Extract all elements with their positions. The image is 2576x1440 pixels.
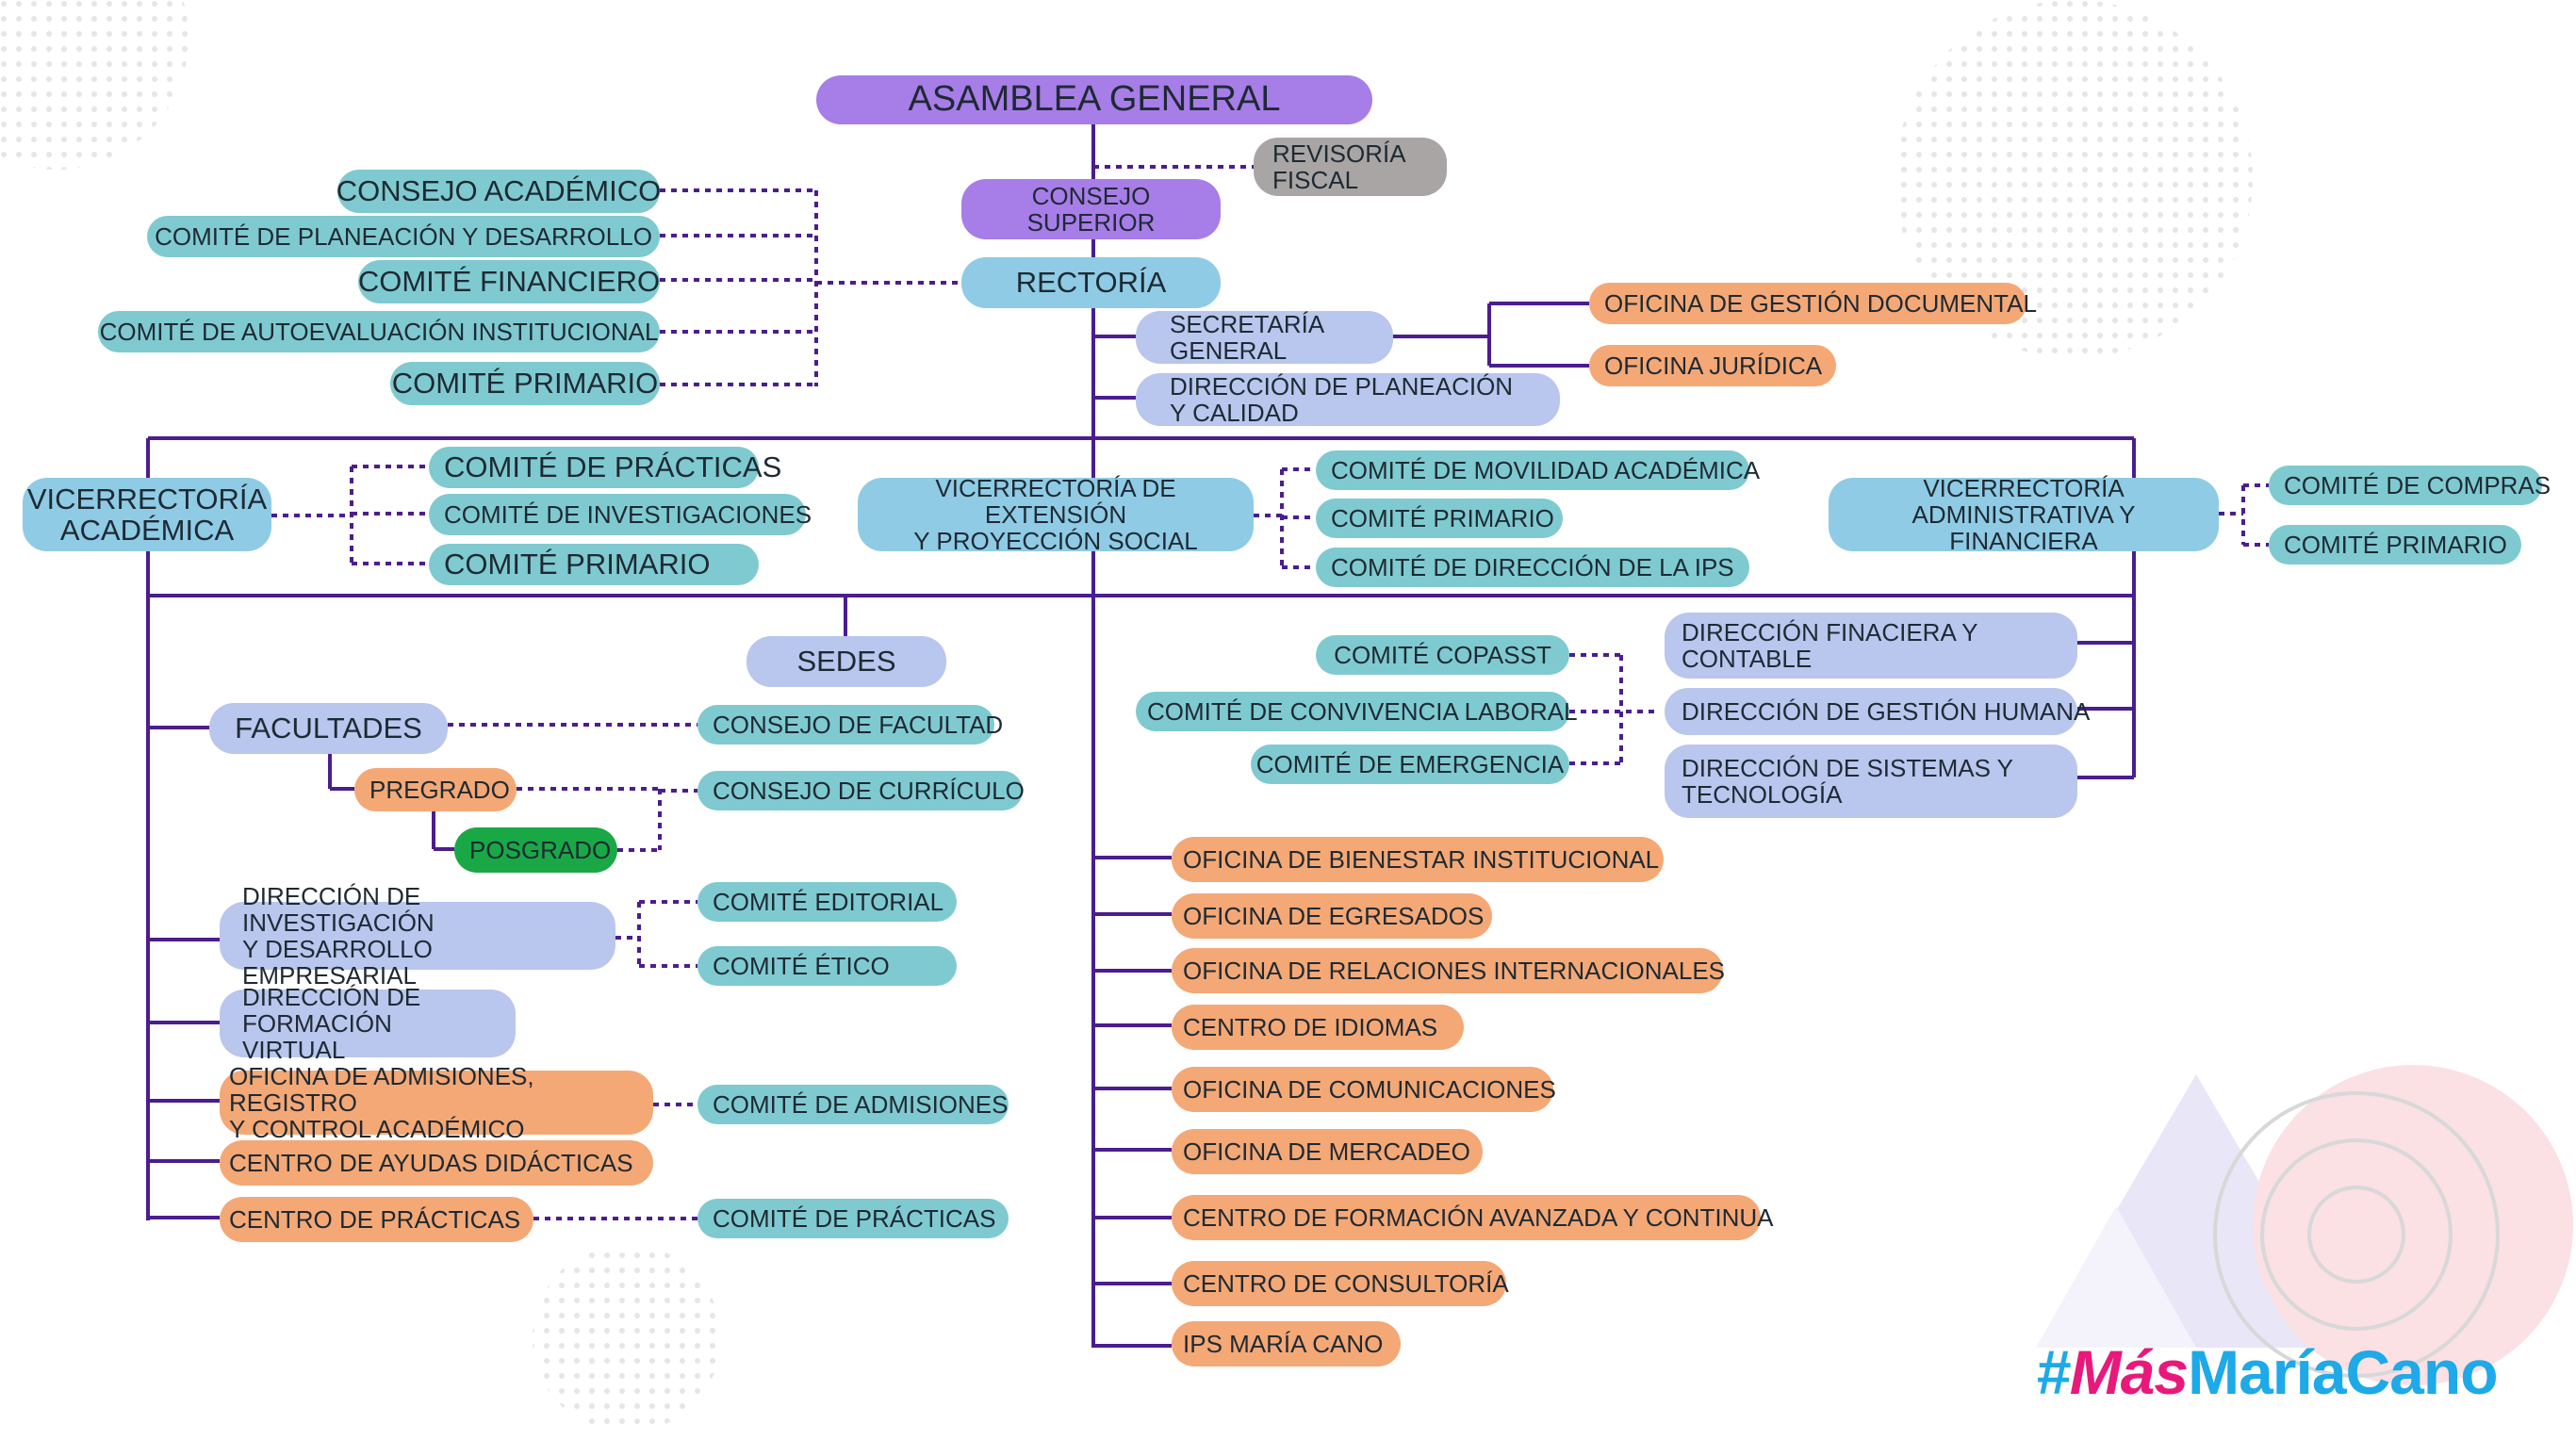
oficina-comunicaciones-box: OFICINA DE COMUNICACIONES (1172, 1067, 1556, 1112)
rectoria-box: RECTORÍA (961, 257, 1221, 308)
oficina-relaciones-box: OFICINA DE RELACIONES INTERNACIONALES (1172, 948, 1725, 993)
brand-hashtag: #MásMaríaCano (2036, 1336, 2499, 1408)
consejo-curriculo-box: CONSEJO DE CURRÍCULO (697, 771, 1025, 810)
comite-direccion-ips-box: COMITÉ DE DIRECCIÓN DE LA IPS (1316, 548, 1749, 587)
comite-emergencia-box: COMITÉ DE EMERGENCIA (1251, 745, 1569, 784)
comite-autoevaluacion-box: COMITÉ DE AUTOEVALUACIÓN INSTITUCIONAL (98, 311, 660, 352)
ips-maria-cano-box: IPS MARÍA CANO (1172, 1321, 1401, 1366)
centro-practicas-box: CENTRO DE PRÁCTICAS (220, 1197, 533, 1242)
comite-primario-ve-box: COMITÉ PRIMARIO (1316, 499, 1563, 538)
comite-movilidad-box: COMITÉ DE MOVILIDAD ACADÉMICA (1316, 450, 1760, 490)
centro-consultoria-box: CENTRO DE CONSULTORÍA (1172, 1261, 1509, 1306)
comite-practicas-va-box: COMITÉ DE PRÁCTICAS (429, 447, 781, 488)
comite-etico-box: COMITÉ ÉTICO (697, 946, 957, 986)
comite-copasst-box: COMITÉ COPASST (1316, 635, 1569, 675)
triangle-inner-decoration (2036, 1206, 2196, 1348)
comite-compras-box: COMITÉ DE COMPRAS (2269, 466, 2551, 505)
comite-convivencia-laboral-box: COMITÉ DE CONVIVENCIA LABORAL (1136, 692, 1578, 731)
consejo-facultad-box: CONSEJO DE FACULTAD (697, 705, 1003, 745)
comite-primario-rectoria-box: COMITÉ PRIMARIO (390, 362, 660, 405)
oficina-juridica-box: OFICINA JURÍDICA (1589, 345, 1836, 386)
comite-primario-vaf-box: COMITÉ PRIMARIO (2269, 525, 2521, 565)
comite-editorial-box: COMITÉ EDITORIAL (697, 882, 957, 922)
solid-connectors (146, 123, 2136, 1348)
centro-ayudas-didacticas-box: CENTRO DE AYUDAS DIDÁCTICAS (220, 1140, 653, 1186)
consejo-academico-box: CONSEJO ACADÉMICO (336, 170, 661, 213)
posgrado-box: POSGRADO (454, 827, 617, 873)
comite-financiero-box: COMITÉ FINANCIERO (358, 260, 660, 303)
oficina-mercadeo-box: OFICINA DE MERCADEO (1172, 1129, 1483, 1174)
facultades-box: FACULTADES (209, 703, 448, 754)
oficina-bienestar-box: OFICINA DE BIENESTAR INSTITUCIONAL (1172, 837, 1664, 882)
comite-practicas-cp-box: COMITÉ DE PRÁCTICAS (697, 1199, 1009, 1238)
oficina-egresados-box: OFICINA DE EGRESADOS (1172, 893, 1492, 939)
brand-hash: # (2036, 1337, 2071, 1407)
dotted-connectors (271, 165, 2269, 1220)
ring-decoration (2213, 1091, 2500, 1378)
brand-name: MaríaCano (2188, 1337, 2498, 1407)
brand-mas: Más (2069, 1337, 2189, 1407)
dot-pattern-bottom (533, 1244, 721, 1432)
oficina-gestion-documental-box: OFICINA DE GESTIÓN DOCUMENTAL (1589, 283, 2037, 324)
comite-planeacion-desarrollo-box: COMITÉ DE PLANEACIÓN Y DESARROLLO (147, 216, 660, 257)
dot-pattern-topleft (0, 0, 189, 170)
direccion-gestion-humana-box: DIRECCIÓN DE GESTIÓN HUMANA (1665, 688, 2090, 735)
comite-investigaciones-box: COMITÉ DE INVESTIGACIONES (429, 494, 812, 535)
comite-primario-va-box: COMITÉ PRIMARIO (429, 544, 759, 585)
centro-idiomas-box: CENTRO DE IDIOMAS (1172, 1005, 1464, 1050)
dot-pattern-topright (1895, 0, 2253, 358)
ring-decoration-core (2307, 1186, 2405, 1284)
ring-decoration-inner (2260, 1138, 2453, 1331)
sedes-box: SEDES (747, 636, 946, 687)
pregrado-box: PREGRADO (354, 768, 517, 811)
asamblea-general-box: ASAMBLEA GENERAL (816, 75, 1372, 124)
comite-admisiones-box: COMITÉ DE ADMISIONES (697, 1085, 1009, 1124)
centro-formacion-box: CENTRO DE FORMACIÓN AVANZADA Y CONTINUA (1172, 1195, 1774, 1240)
